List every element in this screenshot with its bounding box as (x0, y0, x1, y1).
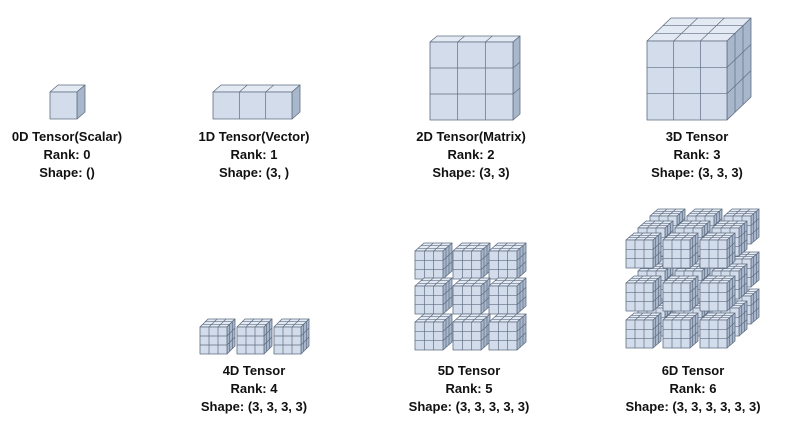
tensor-5d-rank: Rank: 5 (445, 381, 493, 396)
tensor-4d-caption: 4D Tensor Rank: 4 Shape: (3, 3, 3, 3) (144, 362, 364, 416)
tensor-4d-rank: Rank: 4 (230, 381, 278, 396)
tensor-2d-title: 2D Tensor(Matrix) (416, 129, 526, 144)
tensor-6d-shape: Shape: (3, 3, 3, 3, 3, 3) (625, 399, 761, 414)
tensor-6d-figure (625, 208, 760, 349)
tensor-3d-rank: Rank: 3 (673, 147, 721, 162)
tensor-0d-figure (49, 84, 86, 120)
tensor-5d-shape: Shape: (3, 3, 3, 3, 3) (408, 399, 530, 414)
tensor-0d-title: 0D Tensor(Scalar) (11, 129, 123, 144)
tensor-6d-rank: Rank: 6 (669, 381, 717, 396)
tensor-4d-figure (199, 318, 310, 355)
tensor-2d-shape: Shape: (3, 3) (432, 165, 510, 180)
tensor-1d-rank: Rank: 1 (230, 147, 278, 162)
tensor-1d-caption: 1D Tensor(Vector) Rank: 1 Shape: (3, ) (144, 128, 364, 182)
tensor-3d-caption: 3D Tensor Rank: 3 Shape: (3, 3, 3) (587, 128, 800, 182)
tensor-5d-figure (414, 242, 527, 351)
tensor-4d-title: 4D Tensor (222, 363, 286, 378)
tensor-5d-title: 5D Tensor (437, 363, 501, 378)
tensor-0d-rank: Rank: 0 (43, 147, 91, 162)
tensor-2d-figure (429, 35, 521, 121)
tensor-3d-title: 3D Tensor (665, 129, 729, 144)
tensor-1d-shape: Shape: (3, ) (218, 165, 290, 180)
tensor-2d-caption: 2D Tensor(Matrix) Rank: 2 Shape: (3, 3) (361, 128, 581, 182)
tensor-3d-figure (646, 17, 752, 121)
tensor-4d-shape: Shape: (3, 3, 3, 3) (200, 399, 308, 414)
tensor-1d-title: 1D Tensor(Vector) (198, 129, 310, 144)
tensor-0d-shape: Shape: () (39, 165, 95, 180)
tensor-3d-shape: Shape: (3, 3, 3) (651, 165, 743, 180)
tensor-1d-figure (212, 84, 301, 120)
tensor-2d-rank: Rank: 2 (447, 147, 495, 162)
tensor-5d-caption: 5D Tensor Rank: 5 Shape: (3, 3, 3, 3, 3) (359, 362, 579, 416)
tensor-6d-caption: 6D Tensor Rank: 6 Shape: (3, 3, 3, 3, 3,… (583, 362, 800, 416)
tensor-6d-title: 6D Tensor (661, 363, 725, 378)
tensor-0d-caption: 0D Tensor(Scalar) Rank: 0 Shape: () (0, 128, 177, 182)
